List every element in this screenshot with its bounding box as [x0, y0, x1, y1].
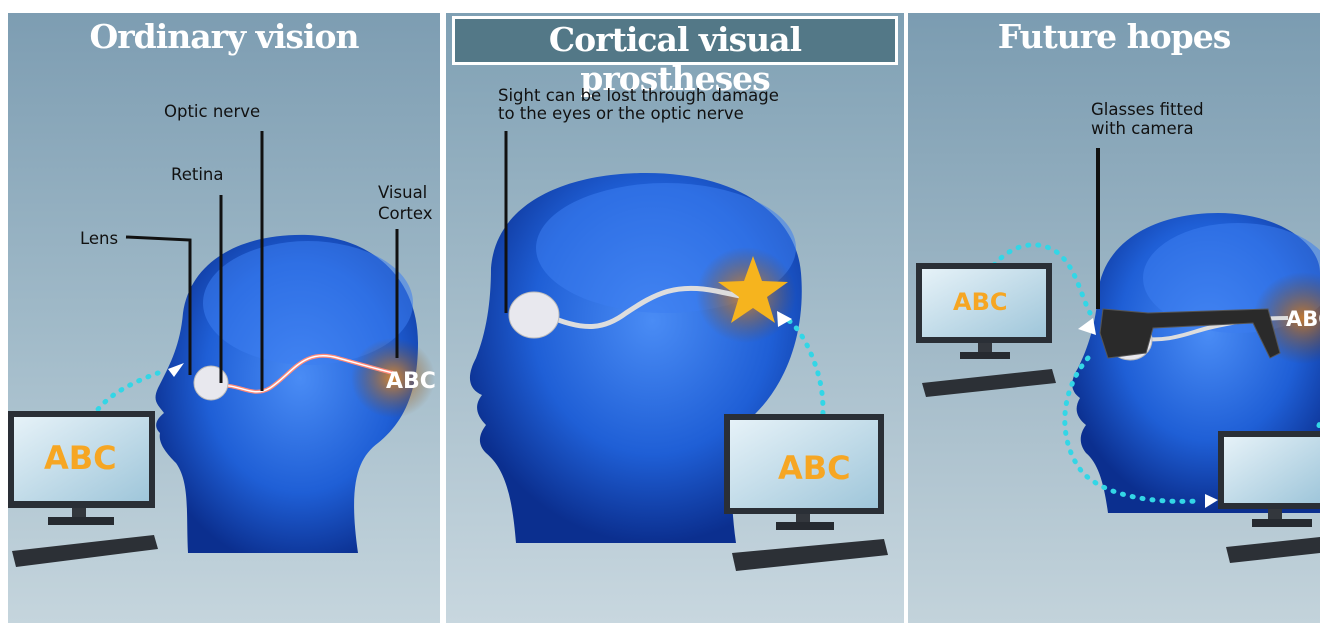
glasses-label-line2: with camera [1091, 120, 1194, 137]
optic-nerve-label: Optic nerve [164, 103, 260, 120]
cortex-abc: ABC [386, 369, 436, 394]
monitor-abc: ABC [953, 288, 1007, 316]
eyeball [509, 292, 559, 338]
monitor-stand [960, 352, 1010, 359]
visual-cortex-label-line2: Cortex [378, 205, 433, 222]
damage-caption-line1: Sight can be lost through damage [498, 87, 779, 104]
second-keyboard [1226, 537, 1320, 563]
panel-ordinary-vision: Ordinary vision ABC [8, 13, 440, 623]
panel-cortical-prostheses: Cortical visual prostheses [446, 13, 904, 623]
damage-caption-line2: to the eyes or the optic nerve [498, 105, 744, 122]
panel-future-hopes: Future hopes ABC [908, 13, 1320, 623]
retina-label: Retina [171, 166, 224, 183]
arrowhead [1078, 318, 1096, 335]
keyboard [12, 535, 158, 567]
keyboard [922, 369, 1056, 397]
cortex-abc: ABC [1286, 307, 1320, 331]
glasses-label-line1: Glasses fitted [1091, 101, 1204, 118]
monitor-abc: ABC [44, 439, 117, 477]
monitor-stand [776, 522, 834, 530]
keyboard [732, 539, 888, 571]
lens-label: Lens [80, 230, 118, 247]
eyeball [194, 366, 228, 400]
monitor-stand [48, 517, 114, 525]
monitor-abc: ABC [778, 449, 851, 487]
visual-cortex-label-line1: Visual [378, 184, 427, 201]
